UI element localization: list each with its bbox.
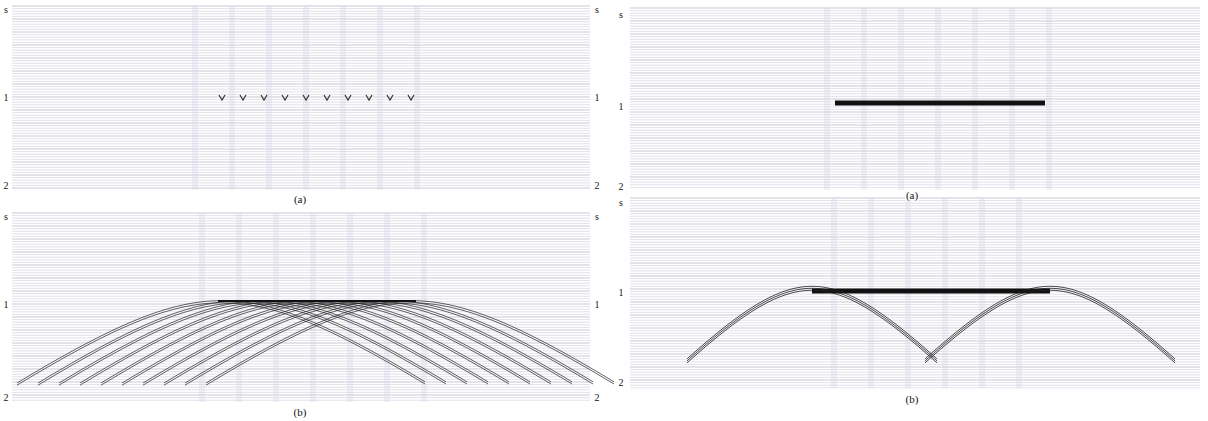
trace-lines: [12, 6, 590, 190]
time-axis-label: s: [594, 5, 600, 15]
time-axis-label: 1: [3, 93, 10, 103]
trace-lines: [630, 198, 1200, 388]
time-axis-label: s: [594, 212, 600, 222]
time-axis-label: 2: [618, 182, 625, 192]
time-axis-label: s: [618, 198, 624, 208]
diffractor-points: [219, 95, 414, 100]
panel-caption: (a): [293, 194, 307, 205]
time-axis-label: 2: [594, 393, 601, 403]
time-axis-label: s: [3, 5, 9, 15]
migrated-reflector: [687, 286, 1175, 363]
time-axis-label: 2: [594, 181, 601, 191]
time-axis-label: s: [618, 10, 624, 20]
trace-lines: [630, 8, 1200, 190]
time-axis-label: 1: [594, 93, 601, 103]
time-axis-label: s: [3, 212, 9, 222]
time-axis-label: 1: [594, 300, 601, 310]
panel-caption: (b): [905, 394, 920, 405]
time-axis-label: 2: [618, 378, 625, 388]
time-axis-label: 1: [618, 102, 625, 112]
panel-caption: (a): [905, 190, 919, 201]
panel-caption: (b): [293, 407, 308, 418]
trace-lines: [12, 213, 590, 402]
reflector: [835, 101, 1045, 106]
time-axis-label: 1: [618, 288, 625, 298]
time-axis-label: 2: [3, 393, 10, 403]
diffraction-hyperbolas: [17, 301, 614, 386]
time-axis-label: 2: [3, 181, 10, 191]
time-axis-label: 1: [3, 300, 10, 310]
